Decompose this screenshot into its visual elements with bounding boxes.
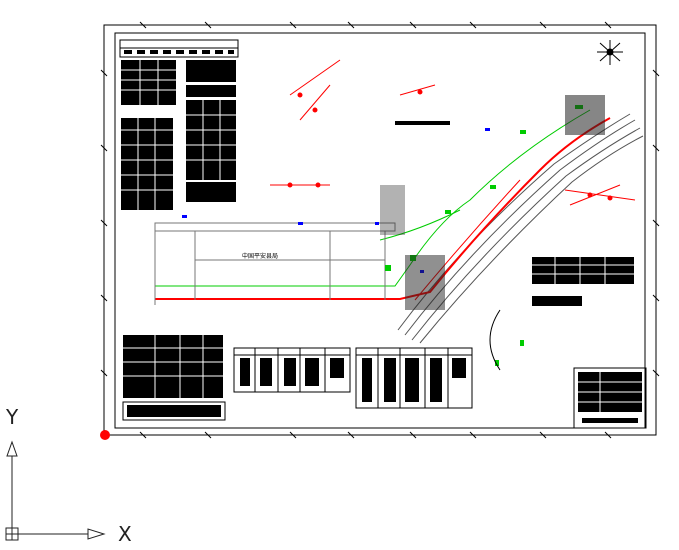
origin-marker <box>100 430 110 440</box>
sheet-outer-border <box>103 24 657 436</box>
middle-tables-fill <box>240 358 466 402</box>
ucs-x-label: X <box>118 522 132 546</box>
header-table <box>119 39 239 58</box>
bottom-left-tables <box>122 335 226 421</box>
heading-bar <box>395 121 450 125</box>
ucs-y-label: Y <box>6 405 19 429</box>
green-pipeline <box>155 109 591 287</box>
right-table <box>532 257 634 306</box>
detail-clusters-red <box>270 59 636 206</box>
detail-clusters-green <box>385 105 583 366</box>
ucs-icon <box>5 440 106 541</box>
north-arrow-icon <box>597 40 623 65</box>
curve-detail <box>489 309 501 371</box>
middle-tables <box>233 347 473 409</box>
site-title-text: 中国平安县局 <box>242 252 278 260</box>
title-block <box>573 367 647 429</box>
left-data-tables-gridlines <box>121 60 236 210</box>
site-block <box>154 222 396 305</box>
intersection-details <box>380 95 605 310</box>
left-data-tables <box>121 60 236 210</box>
sheet-inner-border <box>114 32 646 429</box>
border-ticks <box>100 21 660 439</box>
